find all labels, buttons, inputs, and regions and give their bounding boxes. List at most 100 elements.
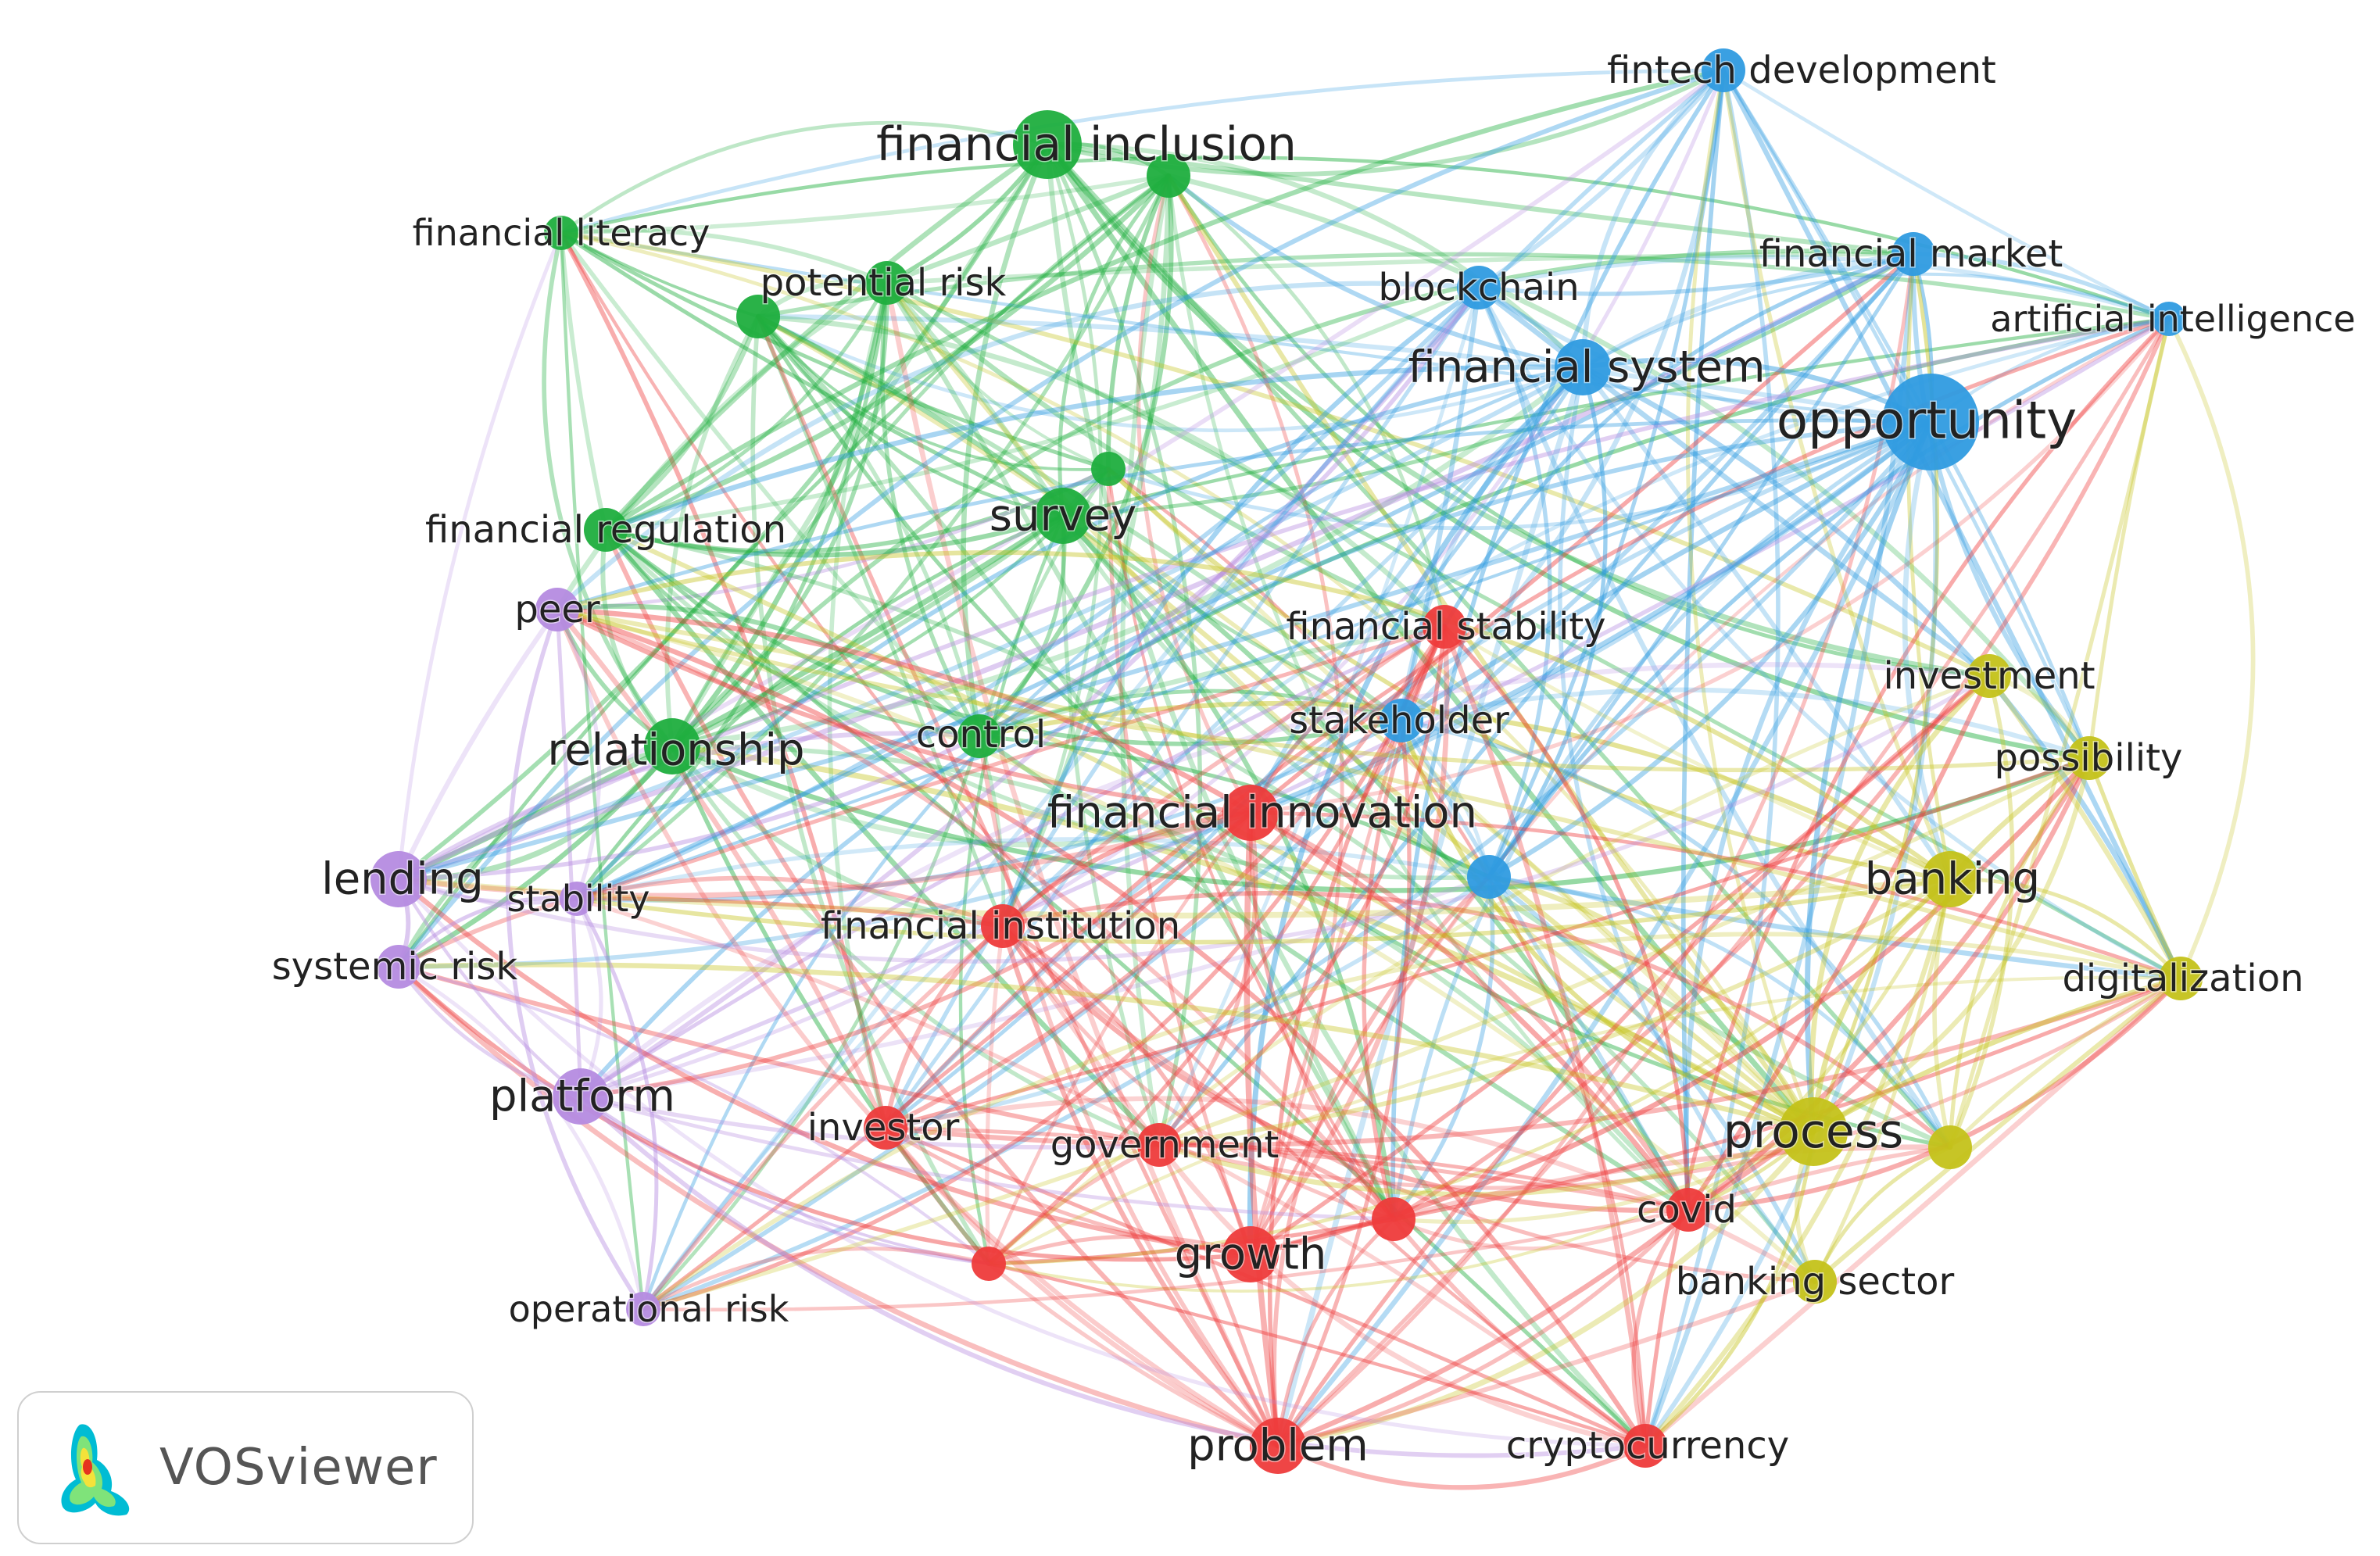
- node-possibility[interactable]: [2067, 736, 2111, 780]
- link-green_unlabeled_1-growth: [1166, 173, 1344, 1257]
- node-fintech-development[interactable]: [1702, 48, 1745, 92]
- link-survey-lending: [395, 513, 1066, 882]
- label-banking-sector: banking sector: [1676, 1260, 1955, 1304]
- node-survey[interactable]: [1035, 488, 1091, 544]
- node-artificial-intelligence[interactable]: [2152, 302, 2186, 336]
- link-financial_inclusion-financial_literacy: [559, 120, 1050, 235]
- node-financial-system[interactable]: [1555, 339, 1611, 395]
- node-financial-literacy[interactable]: [544, 216, 578, 250]
- link-survey-process: [1060, 513, 1816, 1135]
- link-blockchain-peer: [554, 281, 1482, 613]
- link-green_unlabeled_2-green_unlabeled_3: [886, 281, 1110, 470]
- node-process[interactable]: [1779, 1097, 1848, 1166]
- link-potential_risk-stakeholder: [756, 314, 1404, 723]
- node-cryptocurrency[interactable]: [1623, 1424, 1667, 1468]
- link-green_unlabeled_2-financial_regulation: [603, 281, 889, 532]
- link-green_unlabeled_3-opportunity: [1106, 420, 1933, 531]
- node-growth[interactable]: [1222, 1226, 1279, 1282]
- node-financial-stability[interactable]: [1423, 605, 1466, 649]
- node-financial-inclusion[interactable]: [1013, 110, 1082, 179]
- node-yellow-unlabeled-1[interactable]: [1928, 1125, 1972, 1169]
- link-financial_innovation-platform: [578, 810, 1253, 1099]
- node-red-unlabeled-1[interactable]: [1372, 1197, 1415, 1241]
- node-red-unlabeled-2[interactable]: [972, 1247, 1006, 1281]
- label-stability: stability: [507, 878, 650, 920]
- link-financial_inclusion-yellow_unlabeled_1: [1045, 142, 1952, 1150]
- link-red_unlabeled_2-platform: [579, 1095, 990, 1265]
- node-financial-regulation[interactable]: [584, 508, 628, 552]
- label-banking: banking: [1865, 854, 2040, 905]
- node-financial-market[interactable]: [1891, 232, 1935, 276]
- link-financial_inclusion-investment: [1044, 141, 1992, 679]
- node-relationship[interactable]: [644, 718, 700, 774]
- link-green_unlabeled_2-red_unlabeled_1: [884, 280, 1397, 1222]
- node-blue-unlabeled-1[interactable]: [1467, 855, 1511, 899]
- link-possibility-yellow_unlabeled_1: [1948, 756, 2092, 1150]
- node-banking-sector[interactable]: [1793, 1260, 1837, 1304]
- link-opportunity-covid: [1684, 419, 1934, 1213]
- link-investor-possibility: [883, 756, 2092, 1130]
- link-government-digitalization: [1157, 976, 2183, 1190]
- link-opportunity-stakeholder: [1398, 419, 1934, 724]
- link-blockchain-platform: [578, 285, 1481, 1099]
- link-investment-digitalization: [1986, 673, 2184, 982]
- edges-layer: [395, 67, 2256, 1490]
- link-financial_inclusion-cryptocurrency: [1044, 141, 1648, 1449]
- node-covid[interactable]: [1666, 1188, 1710, 1232]
- node-peer[interactable]: [535, 588, 579, 631]
- link-fintech_development-red_unlabeled_1: [1390, 68, 1726, 1222]
- link-relationship-lending: [395, 743, 675, 882]
- link-banking-lending: [395, 876, 1953, 919]
- node-digitalization[interactable]: [2159, 957, 2203, 1000]
- node-stability[interactable]: [560, 882, 594, 916]
- node-banking[interactable]: [1922, 851, 1978, 907]
- node-financial-innovation[interactable]: [1222, 785, 1279, 841]
- link-relationship-government: [670, 744, 1161, 1147]
- link-opportunity-investor: [883, 420, 1933, 1130]
- node-government[interactable]: [1137, 1123, 1181, 1167]
- link-fintech_development-blockchain: [1476, 67, 1727, 291]
- link-potential_risk-control: [756, 314, 982, 739]
- link-green_unlabeled_1-investment: [1166, 173, 1992, 678]
- node-operational-risk[interactable]: [626, 1292, 660, 1326]
- node-green-unlabeled-1[interactable]: [1147, 154, 1190, 198]
- link-artificial_intelligence-problem: [1276, 317, 2171, 1448]
- link-financial_market-financial_innovation: [1248, 252, 1916, 815]
- link-green_unlabeled_3-banking: [1106, 467, 1952, 882]
- link-green_unlabeled_2-stability: [574, 281, 889, 901]
- node-problem[interactable]: [1250, 1418, 1306, 1474]
- node-green-unlabeled-2[interactable]: [865, 261, 909, 305]
- node-systemic-risk[interactable]: [377, 945, 421, 989]
- link-financial_inclusion-lending: [396, 142, 1050, 882]
- link-green_unlabeled_1-relationship: [670, 173, 1171, 749]
- link-survey-financial_regulation: [603, 513, 1066, 558]
- link-control-artificial_intelligence: [977, 317, 2171, 739]
- link-financial_system-problem: [1275, 364, 1586, 1449]
- link-covid-yellow_unlabeled_1: [1686, 1145, 1952, 1212]
- link-red_unlabeled_2-problem: [986, 1261, 1280, 1448]
- node-investor[interactable]: [864, 1106, 907, 1150]
- node-blockchain[interactable]: [1457, 266, 1501, 309]
- link-financial_market-artificial_intelligence: [1911, 252, 2171, 321]
- link-financial_system-investor: [883, 365, 1585, 1130]
- node-investment[interactable]: [1967, 654, 2011, 698]
- node-potential-risk[interactable]: [736, 295, 780, 338]
- link-financial_innovation-financial_institution: [1000, 810, 1253, 928]
- node-platform[interactable]: [553, 1068, 609, 1125]
- link-survey-red_unlabeled_2: [958, 513, 1065, 1266]
- node-opportunity[interactable]: [1882, 374, 1979, 470]
- link-blue_unlabeled_1-stability: [574, 837, 1491, 901]
- node-stakeholder[interactable]: [1380, 699, 1423, 742]
- link-financial_literacy-investor: [559, 231, 888, 1130]
- node-green-unlabeled-3[interactable]: [1091, 452, 1126, 486]
- node-lending[interactable]: [370, 851, 427, 907]
- link-stakeholder-covid: [1399, 718, 1691, 1212]
- node-financial-institution[interactable]: [981, 904, 1025, 948]
- link-financial_literacy-process: [559, 231, 1816, 1134]
- link-problem-systemic_risk: [395, 964, 1281, 1449]
- label-systemic-risk: systemic risk: [272, 945, 518, 989]
- link-financial_inclusion-government: [1045, 142, 1203, 1147]
- link-financial_system-banking: [1580, 365, 1952, 882]
- node-control[interactable]: [957, 714, 1001, 758]
